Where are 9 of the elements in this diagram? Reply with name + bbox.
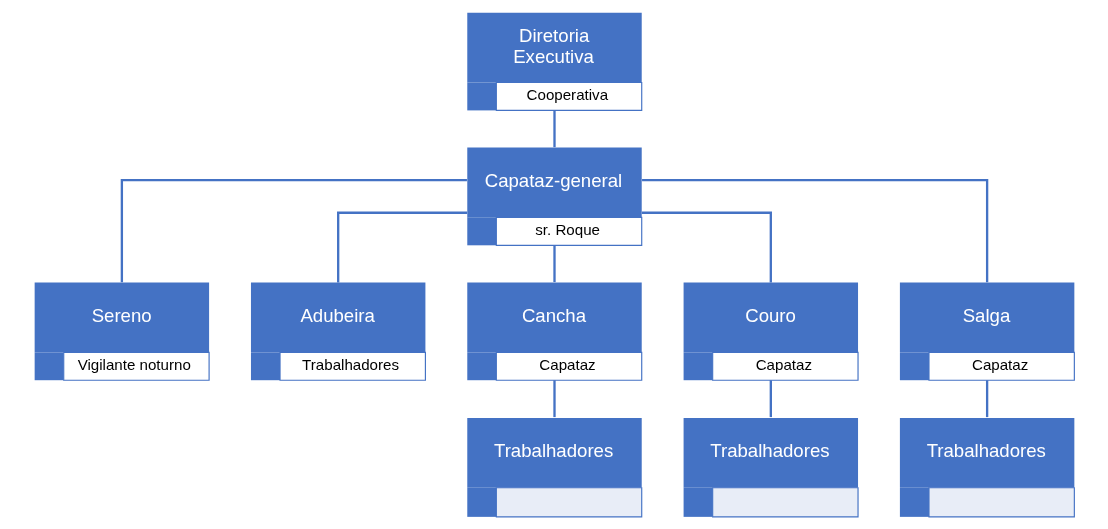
- connector: [641, 179, 988, 283]
- connector: [769, 380, 772, 418]
- connector: [336, 211, 467, 283]
- connector: [120, 179, 467, 283]
- connector: [641, 211, 772, 283]
- connector: [552, 245, 556, 283]
- connector: [985, 380, 988, 418]
- connector: [552, 110, 556, 148]
- connector: [552, 380, 556, 418]
